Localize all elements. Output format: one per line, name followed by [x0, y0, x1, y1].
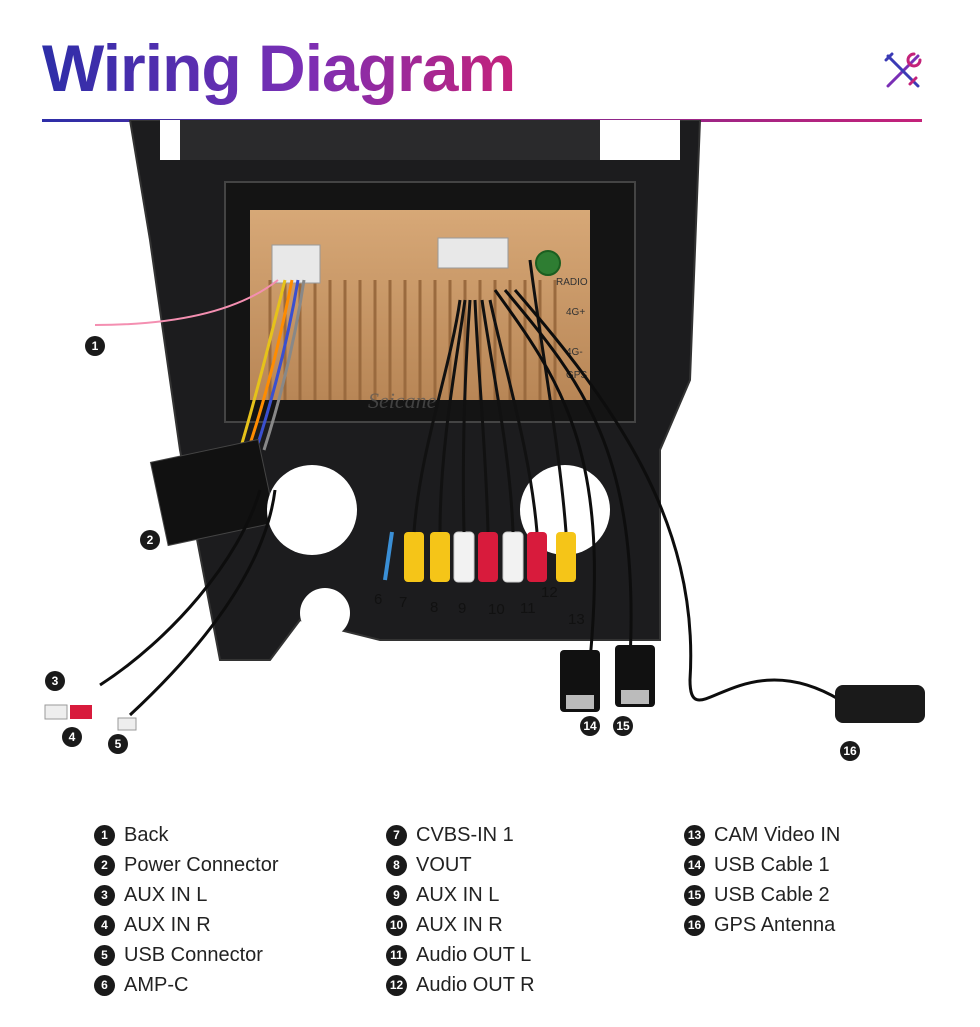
usb-connector-plug — [117, 717, 137, 731]
connector-number-12: 12 — [541, 584, 558, 601]
usb-plug-1-port — [566, 695, 594, 709]
gps-antenna-puck — [835, 685, 925, 723]
connector-number-13: 13 — [568, 611, 585, 628]
av-plug — [437, 237, 509, 269]
tools-icon — [884, 52, 922, 88]
frame-clip-right — [600, 120, 680, 160]
panel-label-radio: RADIO — [556, 277, 588, 288]
connector-number-10: 10 — [488, 601, 505, 618]
connector-number-7: 7 — [399, 594, 408, 611]
watermark: Seicane — [368, 388, 437, 413]
panel-label-4g-minus: 4G- — [566, 347, 583, 358]
rca-connectors — [383, 531, 576, 583]
connector-number-6: 6 — [374, 591, 383, 608]
callout-1: 1 — [85, 336, 105, 356]
usb-gps-cables — [99, 289, 841, 717]
callout-4: 4 — [62, 727, 82, 747]
connector-number-9: 9 — [458, 600, 467, 617]
aux-plug-white — [44, 704, 68, 720]
harness-wires — [94, 279, 306, 451]
radio-port — [535, 250, 561, 276]
panel-label-4g-plus: 4G+ — [566, 307, 585, 318]
harness-plug — [271, 244, 321, 284]
rca-cables — [412, 259, 568, 533]
head-unit-illustration: Seicane RADIO 4G+ 4G- GPS — [44, 120, 925, 731]
frame-top — [180, 120, 600, 160]
connector-number-8: 8 — [430, 599, 439, 616]
aux-plug-red — [70, 705, 92, 719]
callout-2: 2 — [140, 530, 160, 550]
callout-3: 3 — [45, 671, 65, 691]
connector-number-11: 11 — [520, 600, 536, 617]
vent-hole-left — [267, 465, 357, 555]
callout-15: 15 — [613, 716, 633, 736]
usb-plug-2-port — [621, 690, 649, 704]
callout-16: 16 — [840, 741, 860, 761]
panel-label-gps: GPS — [566, 370, 587, 381]
vent-hole-small — [300, 588, 350, 638]
page-title: Wiring Diagram — [42, 28, 516, 108]
power-connector-block — [149, 438, 277, 547]
callout-5: 5 — [108, 734, 128, 754]
callout-14: 14 — [580, 716, 600, 736]
